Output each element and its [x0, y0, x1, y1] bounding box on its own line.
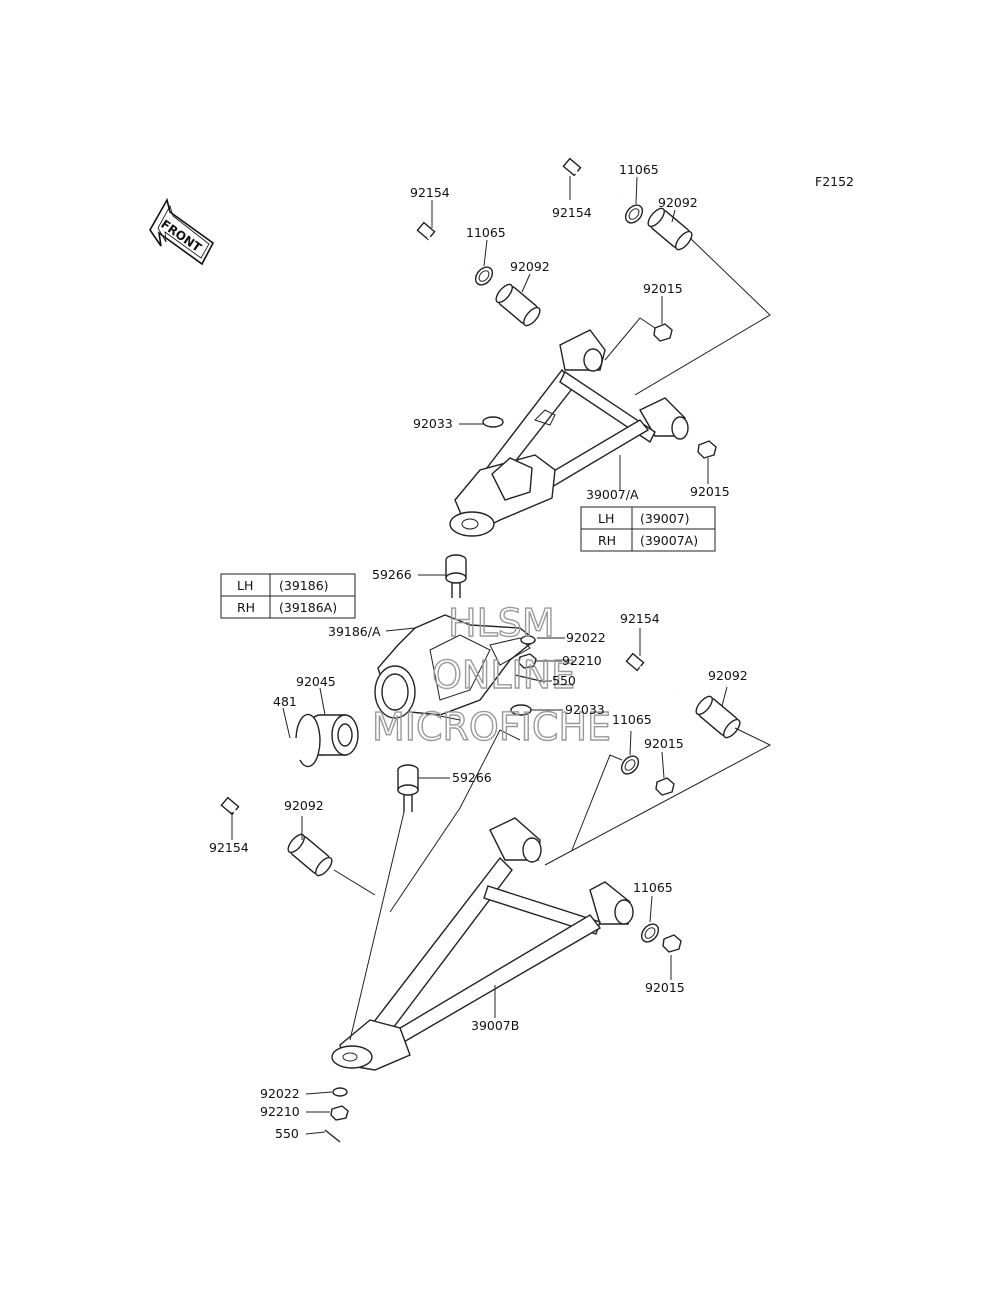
part-label: 92210: [260, 1104, 300, 1119]
upper-table-part-1: (39007): [640, 511, 690, 526]
part-label: 92092: [658, 195, 698, 210]
watermark-line-3: MICROFICHE: [372, 705, 611, 749]
watermark: HLSM ONLINE MICROFICHE: [371, 600, 611, 749]
part-label: 59266: [372, 567, 412, 582]
part-label: 92033: [413, 416, 453, 431]
upper-a-arm: [449, 329, 689, 537]
part-label: 11065: [633, 880, 673, 895]
part-label: 550: [275, 1126, 299, 1141]
figure-code: F2152: [815, 174, 854, 189]
part-label: 92015: [690, 484, 730, 499]
part-label: 92045: [296, 674, 336, 689]
lower-arm-hardware: [220, 652, 741, 1143]
part-label: 92092: [284, 798, 324, 813]
part-labels: 92154 11065 92154 11065 92092 92092 9201…: [209, 162, 748, 1141]
knuckle-table-part-2: (39186A): [279, 600, 337, 615]
lower-a-arm: [331, 817, 634, 1071]
part-label: 11065: [466, 225, 506, 240]
knuckle-table-side-2: RH: [237, 600, 255, 615]
knuckle-leaders: [282, 574, 565, 779]
lower-leaders: [231, 628, 772, 1135]
knuckle-table-part-1: (39186): [279, 578, 329, 593]
part-label: 92015: [644, 736, 684, 751]
part-label: 11065: [612, 712, 652, 727]
part-label: 92154: [620, 611, 660, 626]
watermark-line-2: ONLINE: [432, 653, 575, 697]
upper-leaders: [431, 176, 771, 490]
part-label: 92015: [643, 281, 683, 296]
knuckle-assembly: [295, 554, 546, 812]
upper-table-part-2: (39007A): [640, 533, 698, 548]
part-label: 481: [273, 694, 297, 709]
part-label: 92015: [645, 980, 685, 995]
knuckle-table: LH (39186) RH (39186A): [220, 573, 356, 619]
part-label: 39186/A: [328, 624, 381, 639]
front-arrow-icon: FRONT: [149, 197, 215, 266]
watermark-line-1: HLSM: [448, 601, 555, 645]
part-label: 92092: [708, 668, 748, 683]
part-label: 550: [552, 673, 576, 688]
part-label: 92022: [260, 1086, 300, 1101]
part-label: 92154: [410, 185, 450, 200]
upper-arm-table: LH (39007) RH (39007A): [580, 506, 716, 552]
part-label: 39007B: [471, 1018, 519, 1033]
part-label: 92154: [552, 205, 592, 220]
part-label: 59266: [452, 770, 492, 785]
knuckle-table-side-1: LH: [237, 578, 253, 593]
upper-arm-hardware: [416, 157, 717, 459]
part-label: 11065: [619, 162, 659, 177]
part-label: 92022: [566, 630, 606, 645]
part-label: 39007/A: [586, 487, 639, 502]
part-label: 92092: [510, 259, 550, 274]
part-label: 92210: [562, 653, 602, 668]
part-label: 92033: [565, 702, 605, 717]
upper-table-side-1: LH: [598, 511, 614, 526]
part-label: 92154: [209, 840, 249, 855]
upper-table-side-2: RH: [598, 533, 616, 548]
